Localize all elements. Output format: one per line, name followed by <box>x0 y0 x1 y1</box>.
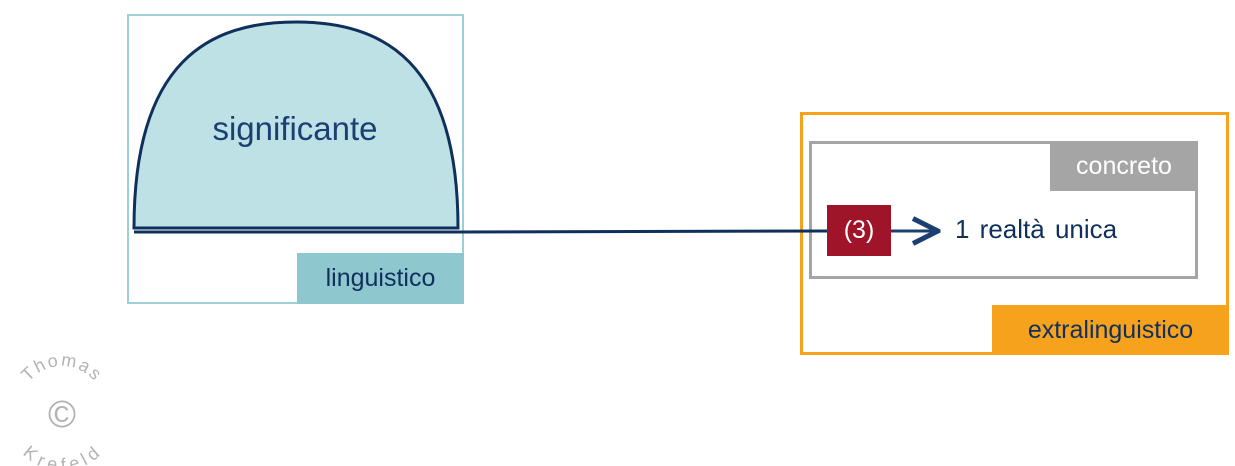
extralinguistic-label: extralinguistico <box>992 305 1229 355</box>
svg-text:Thomas: Thomas <box>17 350 107 385</box>
reference-badge: (3) <box>827 205 891 256</box>
copyright-watermark: Thomas Krefeld © <box>17 350 107 466</box>
linguistic-label: linguistico <box>297 253 464 304</box>
reality-text: 1 realtà unica <box>955 214 1118 244</box>
svg-text:Krefeld: Krefeld <box>20 442 105 466</box>
concrete-label: concreto <box>1050 141 1198 191</box>
linguistic-box <box>127 14 464 304</box>
watermark-bottom-text: Krefeld <box>20 442 103 466</box>
signifier-label: significante <box>212 110 378 147</box>
copyright-icon: © <box>48 394 76 436</box>
signifier-dome <box>132 20 460 230</box>
connector-line <box>457 229 829 234</box>
concrete-box <box>809 141 1198 279</box>
watermark-top-text: Thomas <box>17 350 105 385</box>
